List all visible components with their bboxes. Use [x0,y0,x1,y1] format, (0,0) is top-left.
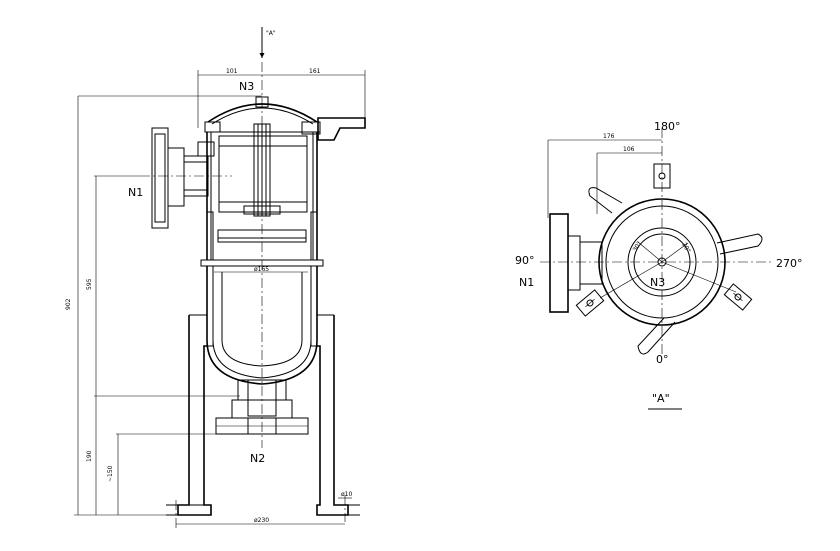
mid-flange: ø165 [200,259,324,273]
nozzle-n1 [140,127,232,229]
side-view: "A" 101 161 N3 [65,27,366,530]
angle-30-left: 30° [632,240,643,253]
support-arms [588,187,763,355]
top-lug [653,163,671,189]
top-nozzle-n1 [549,213,603,313]
dim-190: 190 [86,450,93,462]
view-arrow-label: "A" [266,30,276,37]
nozzle-n2 [215,379,309,435]
top-view-dimensions: 176 106 [547,133,662,218]
top-nozzle-n1-label: N1 [519,276,534,289]
view-label: "A" [652,392,670,405]
vessel-lower [206,265,318,385]
left-dimensions: 902 595 190 ~150 [65,95,262,516]
support-legs: ø230 ø10 [166,314,360,530]
angle-30-right: 30° [680,242,691,255]
vessel-plan: 30° 30° [598,198,737,326]
dim-dia10: ø10 [341,491,352,498]
view-arrow: "A" [259,27,276,58]
nozzle-n2-label: N2 [250,452,265,465]
dim-dia165: ø165 [254,266,269,273]
dim-902: 902 [65,298,72,310]
top-view: 176 106 [515,120,803,410]
nozzle-n1-label: N1 [128,186,143,199]
dim-150: ~150 [107,465,114,482]
foot-pads [575,283,753,317]
dim-101: 101 [226,68,238,75]
top-nozzle-n3-label: N3 [650,276,665,289]
dim-106: 106 [623,146,635,153]
vessel-upper [206,123,318,261]
top-dimension: 101 161 [197,68,366,128]
angle-270: 270° [776,257,803,270]
angle-180: 180° [654,120,681,133]
dim-595: 595 [86,278,93,290]
angle-90: 90° [515,254,535,267]
dim-dia230: ø230 [254,517,269,524]
top-cover [204,96,366,141]
angle-0: 0° [656,353,669,366]
dim-161: 161 [309,68,321,75]
nozzle-n3-label: N3 [239,80,254,93]
dim-176: 176 [603,133,615,140]
